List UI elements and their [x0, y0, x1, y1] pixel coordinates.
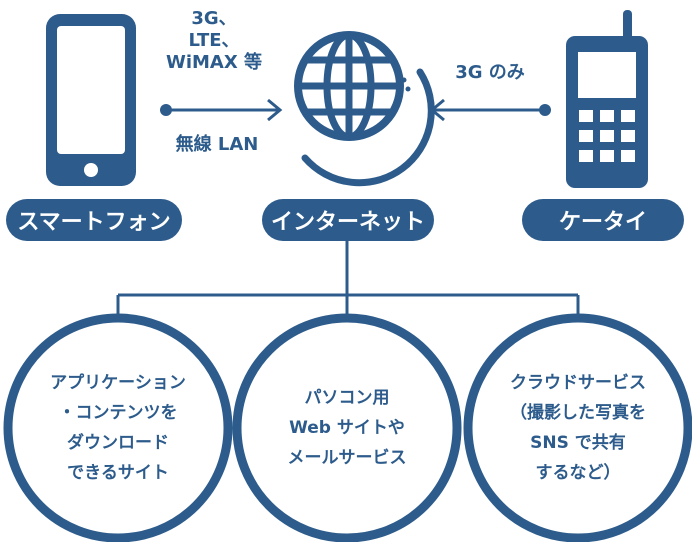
service-web-line-2: Web サイトや [289, 418, 405, 438]
service-apps-text: アプリケーション ・コンテンツを ダウンロード できるサイト [28, 368, 208, 488]
service-cloud-line-2: （撮影した写真を [510, 403, 646, 423]
service-apps-line-4: できるサイト [67, 463, 169, 483]
smartphone-label: スマートフォン [6, 199, 182, 241]
service-apps-line-3: ダウンロード [67, 433, 169, 453]
service-cloud-line-1: クラウドサービス [510, 373, 646, 393]
globe-icon [294, 31, 435, 187]
service-circle-cloud [463, 313, 692, 542]
service-web-line-1: パソコン用 [304, 388, 390, 408]
smartphone-network-label: 3G、 LTE、 WiMAX 等 [150, 8, 278, 74]
keitai-network-label: 3G のみ [455, 62, 525, 83]
service-apps-line-2: ・コンテンツを [58, 403, 178, 423]
service-apps-line-1: アプリケーション [50, 373, 186, 393]
arrow-right-icon [160, 98, 283, 122]
service-cloud-line-3: SNS で共有 [530, 433, 626, 453]
wireless-lan-label: 無線 LAN [175, 134, 259, 155]
network-3g: 3G、 [191, 8, 237, 29]
service-circle-apps [3, 313, 233, 542]
service-cloud-text: クラウドサービス （撮影した写真を SNS で共有 するなど） [488, 368, 668, 488]
internet-label: インターネット [262, 199, 434, 241]
smartphone-icon [46, 14, 136, 186]
service-circle-web [232, 313, 462, 542]
service-web-line-3: メールサービス [287, 448, 407, 468]
keitai-label: ケータイ [522, 199, 684, 241]
service-cloud-line-4: するなど） [535, 463, 621, 483]
service-web-text: パソコン用 Web サイトや メールサービス [257, 383, 437, 473]
feature-phone-icon [566, 10, 648, 188]
arrow-left-icon [429, 98, 551, 122]
network-wimax: WiMAX 等 [165, 52, 262, 73]
tree-connector [116, 235, 580, 320]
network-lte: LTE、 [188, 30, 240, 51]
